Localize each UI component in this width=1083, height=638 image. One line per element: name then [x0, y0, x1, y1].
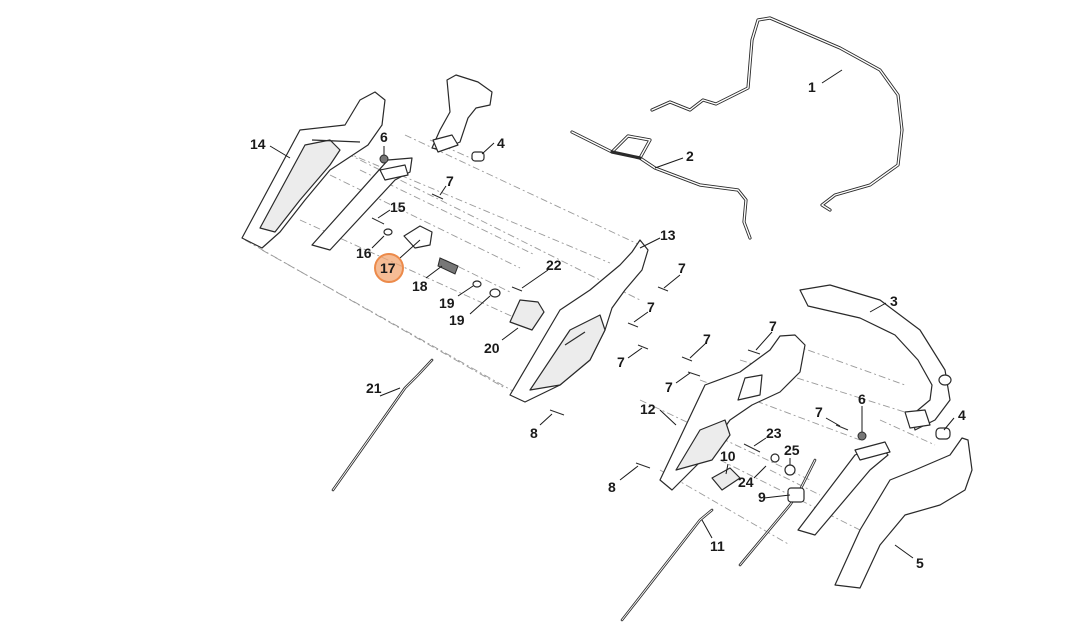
- callout-7-g[interactable]: 7: [665, 379, 673, 395]
- callout-14[interactable]: 14: [250, 136, 266, 152]
- callout-10[interactable]: 10: [720, 448, 736, 464]
- side-cover-left: [241, 91, 386, 249]
- callout-8-a[interactable]: 8: [530, 425, 538, 441]
- callout-9[interactable]: 9: [758, 489, 766, 505]
- callout-8-b[interactable]: 8: [608, 479, 616, 495]
- callout-16[interactable]: 16: [356, 245, 372, 261]
- callout-4-lower[interactable]: 4: [958, 407, 966, 423]
- callout-labels: 1 2 3 4 4 5 6 6 7 7 7 7 7 7 7 7 8 8 9 10…: [250, 79, 966, 571]
- callout-1[interactable]: 1: [808, 79, 816, 95]
- leader-lines: [269, 69, 955, 559]
- callout-15[interactable]: 15: [390, 199, 406, 215]
- callout-7-f[interactable]: 7: [769, 318, 777, 334]
- side-cover-right: [659, 334, 806, 491]
- callout-3[interactable]: 3: [890, 293, 898, 309]
- callout-6-upper[interactable]: 6: [380, 129, 388, 145]
- callout-7-a[interactable]: 7: [446, 173, 454, 189]
- callout-7-c[interactable]: 7: [647, 299, 655, 315]
- callout-7-d[interactable]: 7: [617, 354, 625, 370]
- callout-12[interactable]: 12: [640, 401, 656, 417]
- cables: [331, 358, 817, 622]
- callout-19-b[interactable]: 19: [449, 312, 465, 328]
- hardware: [371, 154, 867, 491]
- callout-24[interactable]: 24: [738, 474, 754, 490]
- knob-right: [904, 409, 951, 440]
- callout-19-a[interactable]: 19: [439, 295, 455, 311]
- highlight-ring-17: [374, 253, 404, 283]
- callout-25[interactable]: 25: [784, 442, 800, 458]
- lower-cover-right: [834, 437, 973, 589]
- callout-2[interactable]: 2: [686, 148, 694, 164]
- callout-21[interactable]: 21: [366, 380, 382, 396]
- callout-5[interactable]: 5: [916, 555, 924, 571]
- callout-23[interactable]: 23: [766, 425, 782, 441]
- callout-7-h[interactable]: 7: [815, 404, 823, 420]
- rail-bracket-right: [797, 441, 891, 536]
- callout-17[interactable]: 17: [380, 260, 396, 276]
- callout-20[interactable]: 20: [484, 340, 500, 356]
- callout-4-upper[interactable]: 4: [497, 135, 505, 151]
- handle-bar-upper: [650, 16, 904, 212]
- center-cover: [509, 239, 649, 403]
- callout-7-e[interactable]: 7: [703, 331, 711, 347]
- callout-7-b[interactable]: 7: [678, 260, 686, 276]
- callout-11[interactable]: 11: [710, 538, 725, 554]
- callout-13[interactable]: 13: [660, 227, 676, 243]
- bail-wire: [570, 130, 752, 240]
- callout-18[interactable]: 18: [412, 278, 428, 294]
- upper-arm-left: [431, 74, 493, 162]
- callout-22[interactable]: 22: [546, 257, 562, 273]
- callout-6-lower[interactable]: 6: [858, 391, 866, 407]
